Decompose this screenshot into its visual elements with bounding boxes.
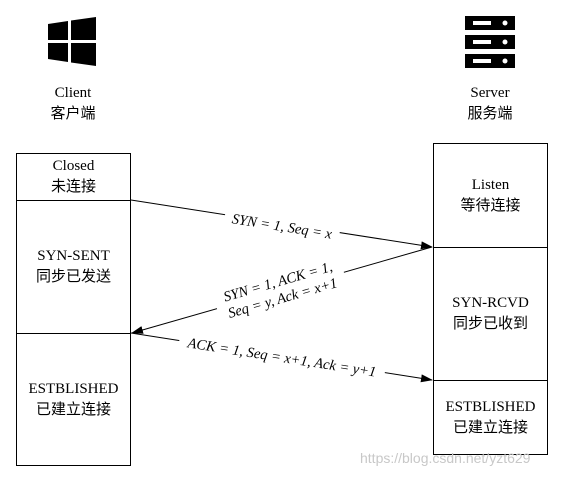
- client-state-established: ESTBLISHED 已建立连接: [16, 333, 131, 466]
- client-state-closed-en: Closed: [52, 158, 95, 174]
- server-state-listen-zh: 等待连接: [460, 197, 521, 214]
- server-state-syn-rcvd-zh: 同步已收到: [452, 316, 528, 332]
- server-state-established: ESTBLISHED 已建立连接: [433, 380, 548, 455]
- client-state-syn-sent-en: SYN-SENT: [37, 248, 110, 264]
- server-name-en: Server: [470, 85, 510, 101]
- server-name-zh: 服务端: [467, 106, 513, 122]
- ack-message-label: ACK = 1, Seq = x+1, Ack = y+1: [186, 335, 378, 380]
- server-state-established-en: ESTBLISHED: [445, 398, 536, 415]
- client-state-established-en: ESTBLISHED: [28, 380, 119, 397]
- client-state-syn-sent-zh: 同步已发送: [35, 269, 111, 285]
- server-state-listen-en: Listen: [471, 176, 510, 193]
- windows-logo-icon: [48, 17, 96, 66]
- syn-message-label: SYN = 1, Seq = x: [231, 211, 334, 243]
- client-state-syn-sent: SYN-SENT 同步已发送: [16, 200, 131, 334]
- client-state-closed-zh: 未连接: [50, 179, 96, 195]
- server-label: Server 服务端: [440, 83, 540, 125]
- server-state-syn-rcvd: SYN-RCVD 同步已收到: [433, 247, 548, 381]
- client-state-closed: Closed 未连接: [16, 153, 131, 201]
- client-name-zh: 客户端: [50, 106, 96, 122]
- client-state-established-zh: 已建立连接: [35, 401, 111, 418]
- server-rack-icon: [465, 16, 515, 68]
- server-state-syn-rcvd-en: SYN-RCVD: [452, 295, 529, 311]
- client-label: Client 客户端: [23, 83, 123, 125]
- watermark: https://blog.csdn.net/yzt629: [360, 450, 531, 466]
- client-name-en: Client: [54, 85, 92, 101]
- server-state-listen: Listen 等待连接: [433, 143, 548, 248]
- server-state-established-zh: 已建立连接: [452, 419, 528, 436]
